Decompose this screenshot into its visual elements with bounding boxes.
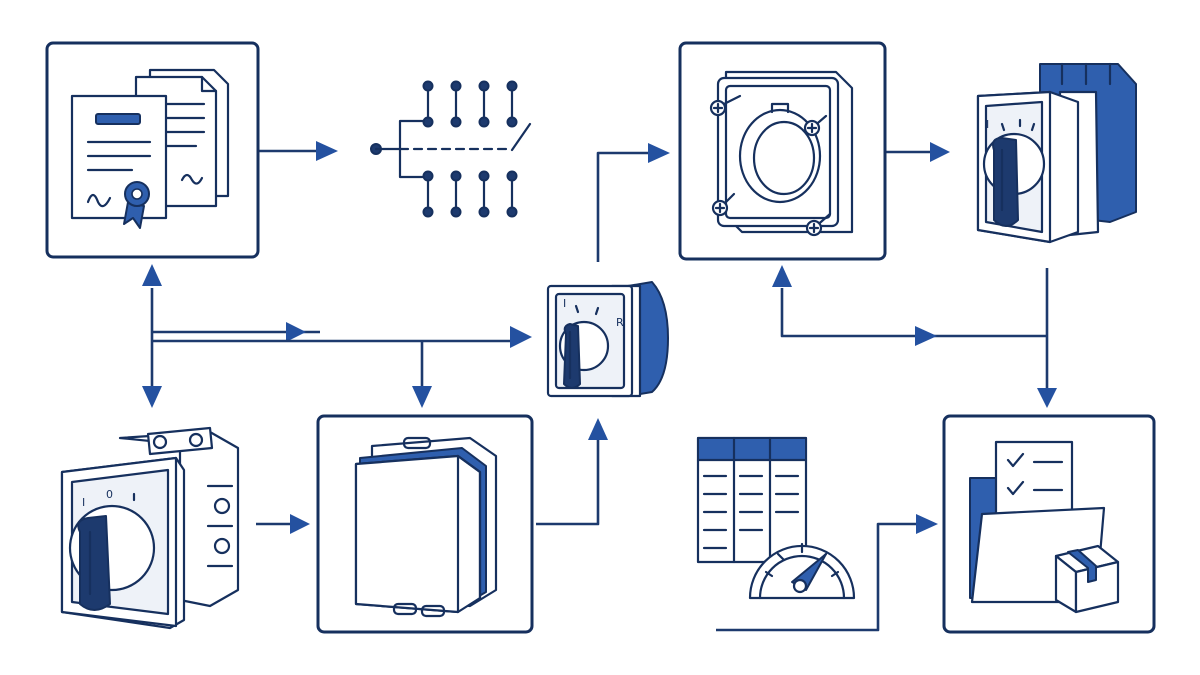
dial-mark-i: I bbox=[82, 496, 85, 509]
screw-top-left bbox=[709, 94, 742, 117]
rotary-switch-icon: I bbox=[976, 62, 1137, 244]
screw-bottom-right bbox=[805, 212, 832, 237]
enclosure-node bbox=[316, 414, 534, 634]
packaging-node bbox=[942, 414, 1156, 634]
dial-mark-i: I bbox=[563, 297, 566, 310]
arrow-data-to-packaging bbox=[716, 514, 938, 632]
rotary-switch-icon: I R bbox=[546, 281, 669, 398]
arrow-plate-to-switch bbox=[885, 142, 950, 162]
connector-left-hub bbox=[142, 264, 532, 408]
arrow-center-switch-to-plate bbox=[596, 143, 670, 262]
screw-top-right bbox=[803, 114, 828, 137]
arrow-enclosure-to-center-switch bbox=[536, 418, 608, 526]
dial-mark-r: R bbox=[616, 316, 624, 329]
rotary-switch-top-right-node: I bbox=[976, 62, 1137, 244]
dial-mark-0: 0 bbox=[106, 488, 113, 501]
rotary-switch-left-node: I 0 bbox=[60, 426, 240, 630]
screw-bottom-left bbox=[711, 192, 736, 217]
connectors bbox=[142, 141, 1057, 632]
arrow-left-switch-to-enclosure bbox=[256, 514, 310, 534]
circuit-schematic-icon bbox=[370, 80, 532, 218]
dial-mark-i: I bbox=[986, 118, 989, 131]
arrow-right-down-to-packaging bbox=[1037, 268, 1057, 408]
folder-checklist-package-icon bbox=[969, 440, 1120, 614]
connector-plate-loop bbox=[772, 265, 1047, 346]
enclosure-icon bbox=[354, 436, 498, 618]
wiring-node bbox=[370, 80, 532, 218]
certificate-documents-icon bbox=[70, 68, 230, 229]
mounting-plate-icon bbox=[709, 70, 854, 237]
table-gauge-icon bbox=[696, 436, 856, 600]
arrow-docs-to-wiring bbox=[258, 141, 338, 161]
data-performance-node bbox=[696, 436, 856, 600]
rotary-switch-center-node: I R bbox=[546, 281, 669, 398]
rotary-switch-icon: I 0 bbox=[60, 426, 240, 630]
mounting-plate-node bbox=[678, 41, 887, 261]
documents-node bbox=[45, 41, 260, 259]
